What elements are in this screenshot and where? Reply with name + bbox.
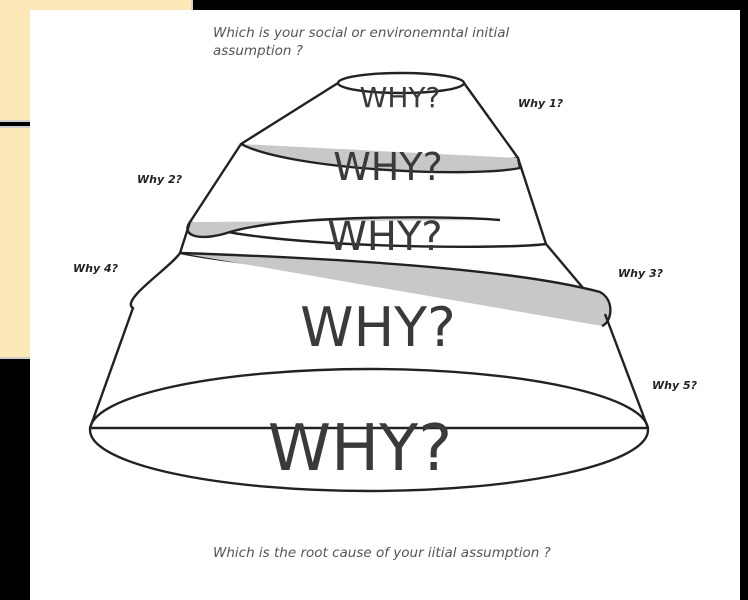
diagram-canvas: Which is your social or environemntal in… xyxy=(30,10,740,600)
pyramid-drawing: WHY? WHY? WHY? WHY? WHY? xyxy=(88,71,650,493)
tier-3-why: WHY? xyxy=(327,214,442,260)
tier-4-body xyxy=(88,252,650,430)
tier-1-rim xyxy=(240,142,522,174)
label-why-4: Why 4? xyxy=(73,262,118,275)
tier-4-why: WHY? xyxy=(300,296,456,359)
tier-2-rim xyxy=(186,216,501,239)
label-why-1: Why 1? xyxy=(518,97,563,110)
tier-2-why: WHY? xyxy=(333,145,443,189)
tier-5-why: WHY? xyxy=(268,412,452,486)
label-why-5: Why 5? xyxy=(652,379,697,392)
base-ellipse xyxy=(88,367,650,493)
tier-1-why: WHY? xyxy=(360,81,441,114)
tier-3-rim xyxy=(179,251,612,328)
question-bottom: Which is the root cause of your iitial a… xyxy=(213,545,551,561)
label-why-3: Why 3? xyxy=(618,267,663,280)
label-why-2: Why 2? xyxy=(137,173,182,186)
question-top: Which is your social or environemntal in… xyxy=(213,25,510,59)
